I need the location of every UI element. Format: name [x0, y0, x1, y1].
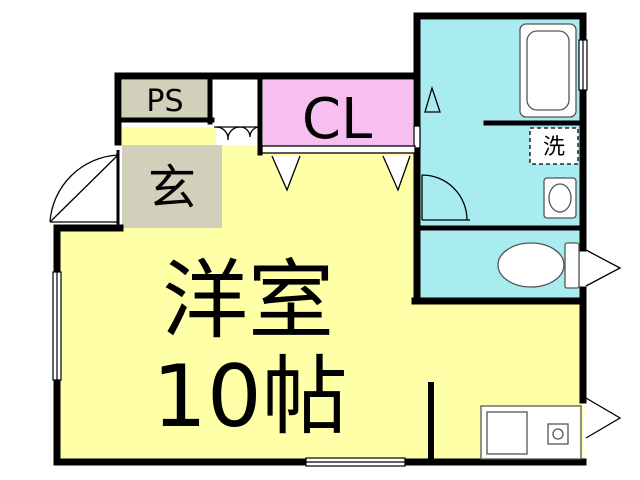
closet-threshold [261, 145, 416, 154]
closet-door-left [271, 155, 301, 192]
windows [52, 39, 588, 467]
labels: PS CL 玄 洋室 10帖 洗 [146, 84, 565, 447]
stove-burner [552, 428, 564, 440]
ps-door-arcs [215, 126, 259, 141]
closet-label: CL [302, 87, 372, 152]
room-name-label: 洋室 [162, 251, 334, 351]
closet-floor [263, 80, 413, 147]
bathroom-door [421, 174, 468, 221]
closet-door-right [382, 155, 411, 192]
kitchen-sink [486, 411, 528, 455]
kitchen-door [585, 397, 622, 439]
washbasin-bowl [548, 183, 572, 213]
washer-label: 洗 [543, 135, 565, 160]
room-size-label: 10帖 [152, 347, 347, 447]
doors [49, 85, 622, 439]
entrance-door [49, 154, 119, 223]
ps-label: PS [146, 84, 183, 119]
entrance-floor [122, 145, 222, 228]
ps-floor [122, 80, 208, 118]
toilet-door [585, 249, 622, 287]
bathtub-inner [526, 30, 570, 111]
toilet-tank [564, 242, 580, 289]
fixtures [480, 23, 582, 460]
bath-door-frame [413, 125, 421, 149]
washer-area [529, 127, 579, 165]
bath-door-marker [424, 85, 441, 113]
entrance-label: 玄 [148, 160, 196, 216]
toilet-bowl [497, 242, 565, 288]
